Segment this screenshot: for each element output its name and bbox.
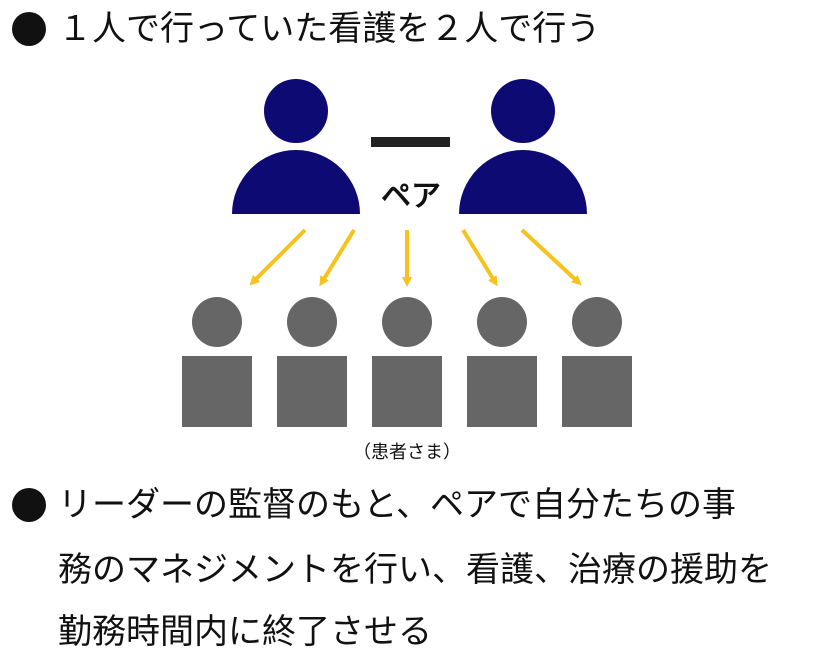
patient-2-icon (277, 297, 347, 427)
patients-label: （患者さま） (353, 442, 461, 463)
bullet-2-line-3: 勤務時間内に終了させる (58, 612, 432, 652)
patient-1-icon (182, 297, 252, 427)
care-arrows (249, 228, 582, 287)
bullet-2-line-1: リーダーの監督のもと、ペアで自分たちの事 (58, 485, 736, 525)
nurse-2-icon (459, 79, 587, 214)
bullet-dot-icon (12, 488, 46, 522)
patient-4-icon (467, 297, 537, 427)
bullet-dot-icon (12, 12, 46, 46)
care-arrow-1 (249, 228, 307, 286)
bullet-1-text: １人で行っていた看護を２人で行う (58, 9, 601, 49)
care-arrow-5 (520, 228, 582, 286)
patient-5-icon (562, 297, 632, 427)
bullet-point-1: １人で行っていた看護を２人で行う (12, 9, 600, 49)
pair-label: ペア (381, 179, 441, 214)
bullet-2-line-2: 務のマネジメントを行い、看護、治療の援助を (58, 550, 772, 590)
care-arrow-4 (461, 228, 498, 287)
bullet-point-2: リーダーの監督のもと、ペアで自分たちの事 (12, 485, 736, 525)
nurse-1-icon (232, 79, 360, 214)
patient-3-icon (372, 297, 442, 427)
pair-connector-line (371, 137, 450, 147)
care-arrow-2 (319, 228, 356, 287)
